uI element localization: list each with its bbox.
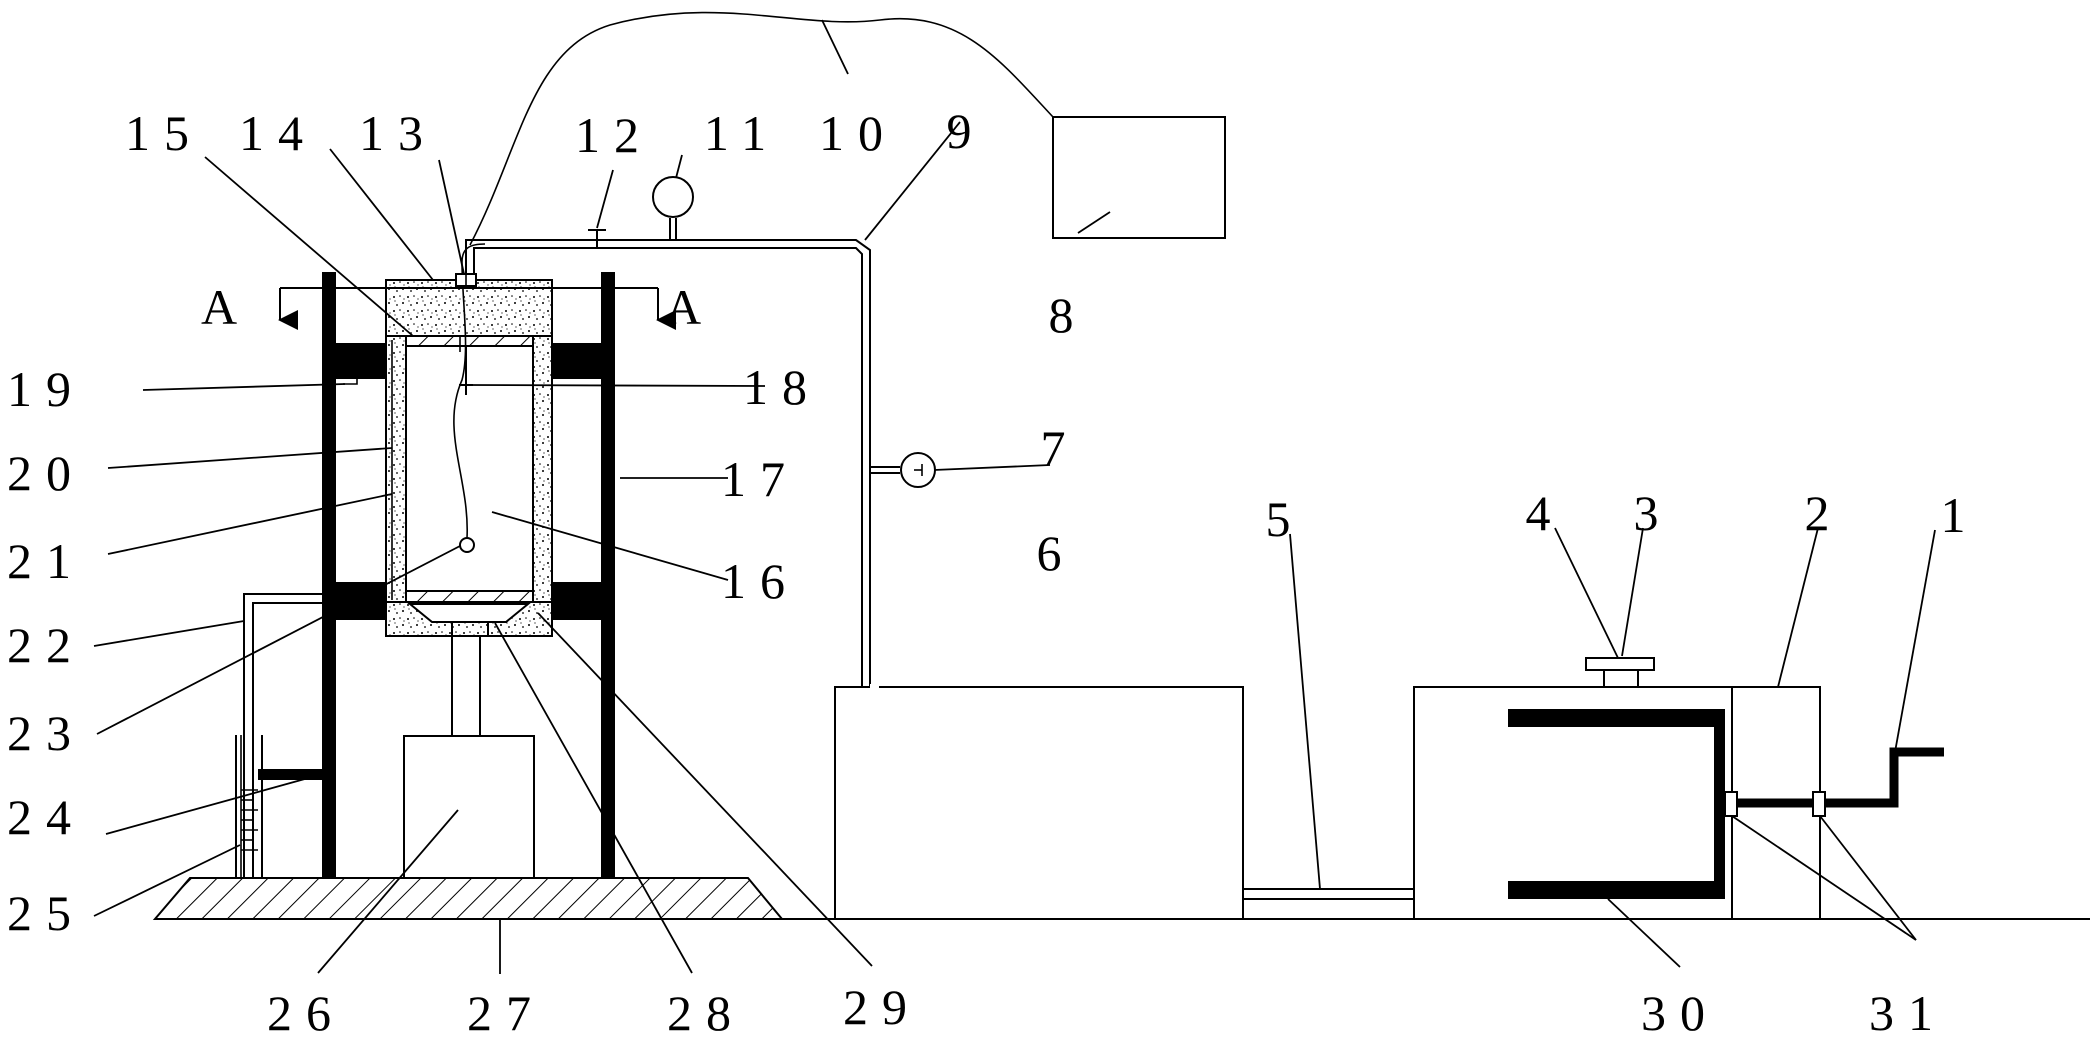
- label-22: 22: [7, 617, 85, 673]
- bracket-upper-left: [336, 343, 386, 379]
- pressure-gauge-11: [653, 177, 693, 217]
- label-28: 28: [667, 985, 745, 1040]
- label-16: 16: [721, 553, 799, 609]
- label-10: 10: [819, 105, 897, 161]
- bracket-upper-right: [553, 343, 601, 379]
- label-18: 18: [743, 359, 821, 415]
- section-marker-left: A: [201, 279, 251, 335]
- label-5: 5: [1266, 491, 1305, 547]
- seal-left: [1725, 792, 1737, 816]
- filler-cap: [1586, 658, 1654, 670]
- pressure-tank: [835, 687, 1243, 919]
- piston-head: [1714, 709, 1725, 899]
- label-29: 29: [843, 979, 921, 1035]
- specimen-chamber: [406, 346, 533, 591]
- frame-column-right: [601, 272, 615, 878]
- section-marker-right: A: [665, 279, 715, 335]
- label-30: 30: [1641, 985, 1719, 1040]
- upper-porous-plate: [406, 336, 533, 346]
- label-26: 26: [267, 985, 345, 1040]
- label-12: 12: [575, 107, 653, 163]
- label-19: 19: [7, 361, 85, 417]
- lower-porous-plate: [406, 591, 533, 602]
- label-6: 6: [1037, 525, 1076, 581]
- bracket-stand: [258, 769, 322, 780]
- label-24: 24: [7, 789, 85, 845]
- seal-right: [1813, 792, 1825, 816]
- label-20: 20: [7, 445, 85, 501]
- outflow-pipe: [244, 594, 386, 878]
- base-plate: [155, 878, 782, 919]
- label-1: 1: [1941, 487, 1980, 543]
- piston-top: [1508, 709, 1725, 727]
- label-31: 31: [1869, 985, 1947, 1040]
- cylinder-wall-right: [533, 336, 552, 602]
- cylinder-wall-left: [386, 336, 406, 602]
- data-recorder: [1053, 117, 1225, 238]
- sensor-23: [460, 538, 474, 552]
- label-2: 2: [1805, 485, 1844, 541]
- label-14: 14: [239, 105, 317, 161]
- label-17: 17: [721, 451, 799, 507]
- funnel-inner: [410, 604, 528, 622]
- label-23: 23: [7, 705, 85, 761]
- bracket-lower-right: [553, 582, 601, 620]
- label-7: 7: [1041, 420, 1080, 476]
- label-9: 9: [947, 103, 986, 159]
- label-8: 8: [1049, 287, 1088, 343]
- label-15: 15: [125, 105, 203, 161]
- frame-column-left: [322, 272, 336, 878]
- label-21: 21: [7, 533, 85, 589]
- label-4: 4: [1526, 485, 1565, 541]
- label-13: 13: [359, 105, 437, 161]
- lifting-jack: [404, 736, 534, 878]
- label-25: 25: [7, 885, 85, 941]
- label-3: 3: [1634, 485, 1673, 541]
- label-27: 27: [467, 985, 545, 1040]
- label-11: 11: [704, 105, 780, 161]
- piston-bottom: [1508, 881, 1725, 899]
